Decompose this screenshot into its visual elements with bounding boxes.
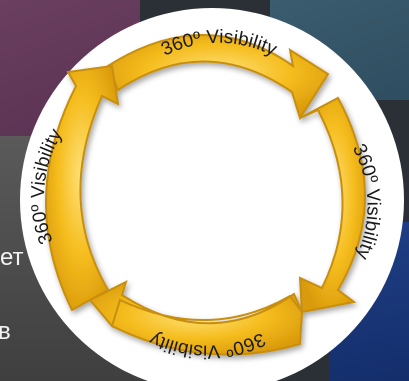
inner-white-circle [100,88,324,312]
arrow-ring [45,34,366,356]
arrow-segment-right [298,96,366,314]
background-text-fragment-2: в [0,318,11,345]
arrow-segment-top [106,34,330,121]
arrow-segment-left [45,64,120,312]
background-text-fragment-1: ет [0,244,24,271]
